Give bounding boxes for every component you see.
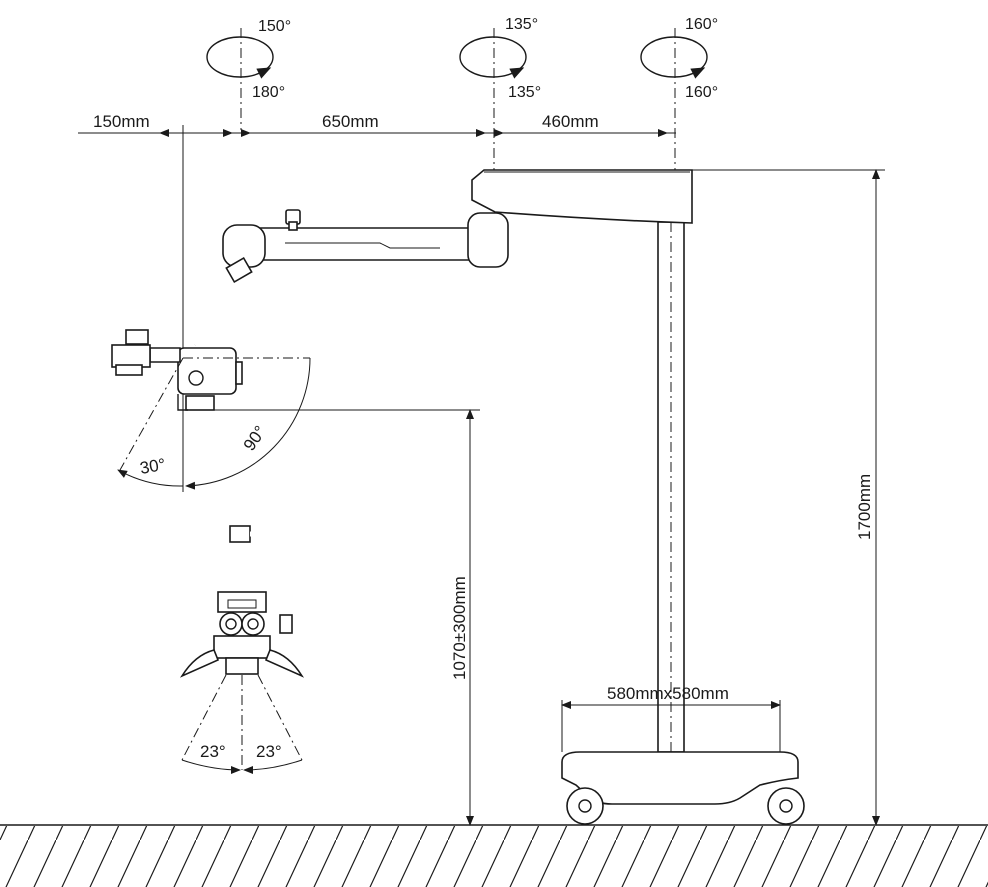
curved-connector <box>190 256 253 349</box>
microscope-head-side <box>111 329 243 411</box>
rotation-label-left-bottom: 180° <box>252 84 285 101</box>
spring-arm <box>222 209 509 268</box>
caster-wheel-left <box>566 787 604 825</box>
rotation-symbol-left <box>206 28 274 130</box>
microscope-head-front <box>179 525 305 678</box>
dim-label-total-height: 1700mm <box>855 474 874 540</box>
angle-label-tilt-back: 30° <box>138 455 167 478</box>
horizontal-dimension-line <box>78 125 676 410</box>
dim-label-base-size: 580mmx580mm <box>607 684 729 703</box>
rotation-label-right-top: 160° <box>685 16 718 33</box>
rotation-label-middle-top: 135° <box>505 16 538 33</box>
floor <box>0 824 988 887</box>
dim-label-optics-height: 1070±300mm <box>450 576 469 680</box>
rotation-label-left-top: 150° <box>258 18 291 35</box>
angle-label-view-right: 23° <box>256 742 282 761</box>
tilt-angle-lines <box>117 357 311 492</box>
stand-base <box>561 700 799 805</box>
angle-label-tilt-forward: 90° <box>240 422 270 454</box>
rotation-label-right-bottom: 160° <box>685 84 718 101</box>
dim-label-offset: 150mm <box>93 112 150 131</box>
view-angle-lines <box>181 674 303 774</box>
dim-label-arm-top: 460mm <box>542 112 599 131</box>
rotation-symbol-right <box>640 28 708 175</box>
dim-label-arm-span: 650mm <box>322 112 379 131</box>
rotation-label-middle-bottom: 135° <box>508 84 541 101</box>
rotation-symbol-middle <box>459 28 527 175</box>
top-arm <box>471 169 693 224</box>
optics-height-dimension <box>212 409 480 826</box>
angle-label-view-left: 23° <box>200 742 226 761</box>
stand-column <box>657 221 685 753</box>
total-height-dimension <box>692 169 885 826</box>
caster-wheel-right <box>767 787 805 825</box>
